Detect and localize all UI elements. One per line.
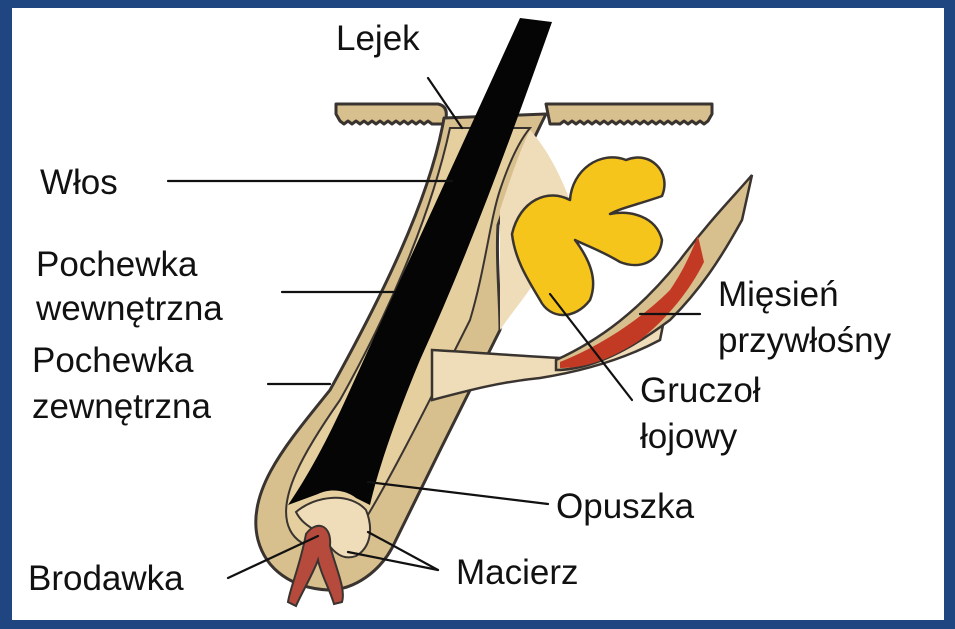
label-pochewka-wewnetrzna-line1: Pochewka [36, 245, 198, 284]
label-pochewka-zewnetrzna-line2: zewnętrzna [32, 387, 212, 426]
hair-follicle-diagram: Lejek Włos Pochewka wewnętrzna Pochewka … [12, 8, 944, 620]
diagram-panel: Lejek Włos Pochewka wewnętrzna Pochewka … [12, 8, 944, 620]
skin-surface-right [546, 104, 712, 124]
label-miesien-line1: Mięsień [718, 275, 839, 314]
skin-surface-left [336, 104, 446, 124]
label-brodawka: Brodawka [28, 559, 184, 598]
label-pochewka-wewnetrzna-line2: wewnętrzna [35, 289, 223, 328]
label-pochewka-zewnetrzna-line1: Pochewka [32, 341, 194, 380]
label-wlos: Włos [40, 163, 118, 202]
label-miesien-line2: przywłośny [718, 321, 892, 360]
label-lejek: Lejek [336, 19, 420, 58]
label-gruczol-line2: łojowy [640, 417, 738, 456]
label-opuszka: Opuszka [556, 487, 695, 526]
label-gruczol-line1: Gruczoł [640, 371, 761, 410]
label-macierz: Macierz [456, 553, 579, 592]
